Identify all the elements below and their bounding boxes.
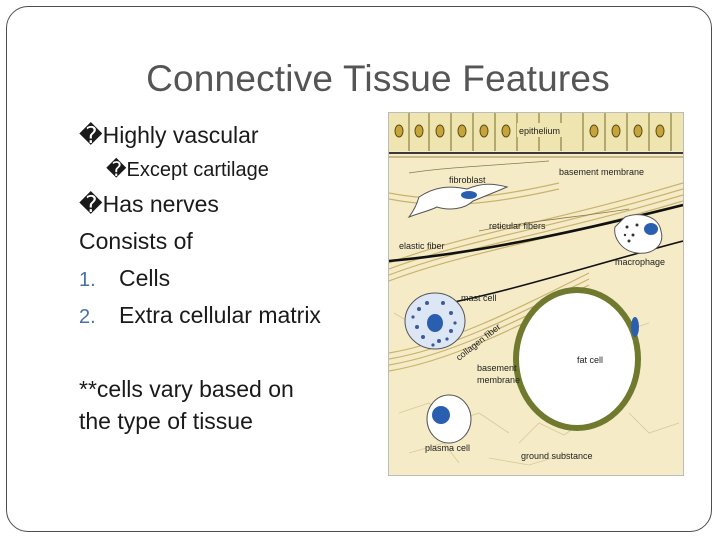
- label-epithelium: epithelium: [519, 126, 560, 136]
- bullet-text: Highly vascular: [102, 122, 259, 148]
- label-fibroblast: fibroblast: [449, 175, 486, 185]
- item-text: Extra cellular matrix: [119, 302, 321, 328]
- numbered-item-matrix: 2. Extra cellular matrix: [79, 302, 321, 329]
- macrophage-granules: [623, 223, 639, 243]
- reticular-fiber-lines: [408, 160, 630, 232]
- slide-title: Connective Tissue Features: [146, 58, 610, 99]
- plasma-cell-nucleus: [432, 406, 450, 424]
- epithelium-nuclei: [394, 124, 665, 138]
- fibroblast-nucleus: [461, 191, 477, 199]
- diagram-svg: epithelium basement membrane fibroblast …: [389, 113, 683, 475]
- bullet-except-cartilage: �Except cartilage: [106, 157, 269, 182]
- mast-cell-nucleus: [427, 314, 443, 332]
- label-reticular-fibers: reticular fibers: [489, 221, 546, 231]
- item-number: 1.: [79, 269, 96, 291]
- note-line-1: **cells vary based on: [79, 376, 294, 402]
- bullet-text: Has nerves: [102, 191, 219, 217]
- label-macrophage: macrophage: [615, 257, 665, 267]
- fat-cell-nucleus: [631, 317, 639, 337]
- label-ground-substance: ground substance: [521, 451, 593, 461]
- numbered-item-cells: 1. Cells: [79, 265, 170, 292]
- bullet-text: Except cartilage: [126, 159, 269, 181]
- label-plasma-cell: plasma cell: [425, 443, 470, 453]
- bullet-highly-vascular: �Highly vascular: [79, 122, 259, 149]
- label-mast-cell: mast cell: [461, 293, 497, 303]
- epithelium-label-bg: [517, 123, 577, 137]
- item-text: Cells: [119, 265, 171, 291]
- label-elastic-fiber: elastic fiber: [399, 241, 445, 251]
- slide-frame: [6, 6, 712, 532]
- label-basement-membrane-top: basement membrane: [559, 167, 644, 177]
- label-fat-cell: fat cell: [577, 355, 603, 365]
- mast-cell-granules: [411, 301, 457, 347]
- connective-tissue-diagram: epithelium basement membrane fibroblast …: [388, 112, 684, 476]
- macrophage-nucleus: [644, 223, 658, 235]
- fibroblast-cell: [407, 183, 509, 219]
- label-basement: basement: [477, 363, 517, 373]
- bullet-has-nerves: �Has nerves: [79, 191, 219, 218]
- consists-of-label: Consists of: [79, 228, 193, 254]
- bullet-marker: �: [106, 157, 127, 181]
- bullet-marker: �: [79, 123, 103, 149]
- label-membrane: membrane: [477, 375, 520, 385]
- bullet-marker: �: [79, 192, 103, 218]
- item-number: 2.: [79, 306, 96, 328]
- fat-cell-body: [519, 293, 635, 425]
- note-line-2: the type of tissue: [79, 408, 253, 434]
